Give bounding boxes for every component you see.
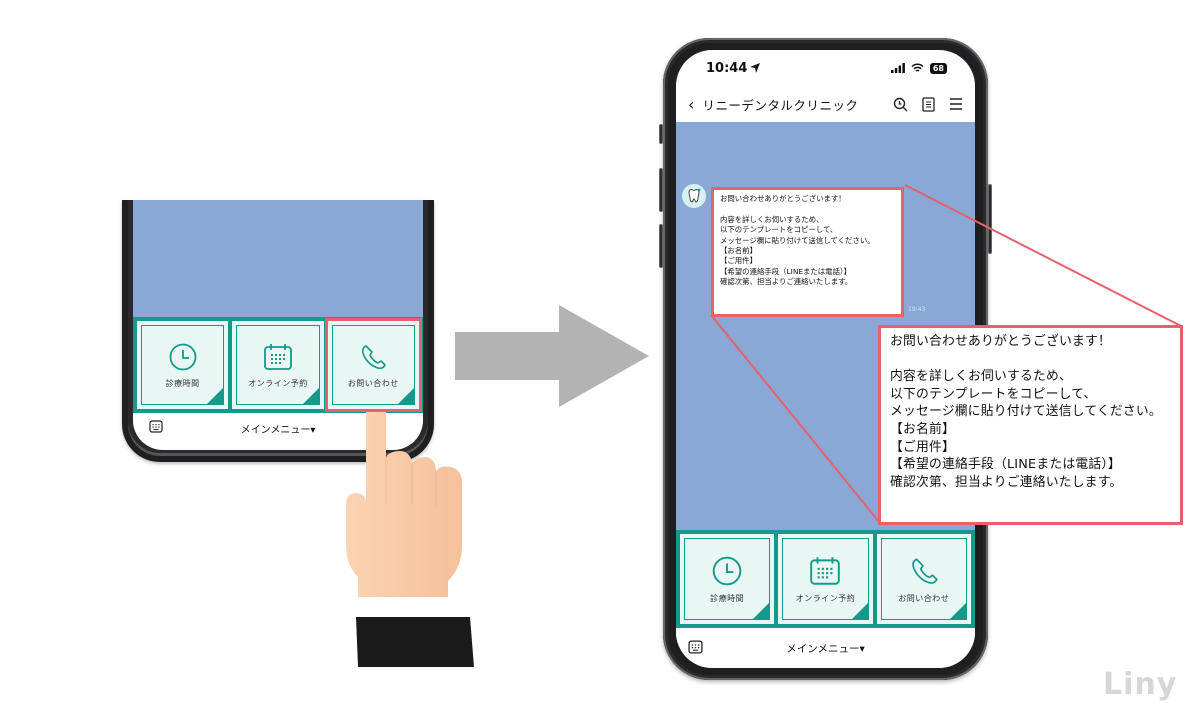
menu-item-label: お問い合わせ [347, 378, 399, 388]
rich-menu-item-booking[interactable]: オンライン予約 [778, 534, 873, 624]
menu-item-label: オンライン予約 [795, 593, 856, 603]
chat-header: ‹ リニーデンタルクリニック [676, 86, 975, 122]
rich-menu: 診療時間 オンライン予約 お問い合わせ [676, 530, 975, 628]
rich-menu-item-hours[interactable]: 診療時間 [137, 321, 229, 409]
clinic-avatar [682, 184, 706, 208]
corner-marker [302, 388, 319, 404]
rich-menu-item-contact[interactable]: お問い合わせ [327, 321, 419, 409]
left-phone-screen: 診療時間 オンライン予約 お問い合わせ メインメニュー▾ [133, 200, 423, 450]
volume-down-button [659, 224, 663, 268]
back-chevron-icon[interactable]: ‹ [688, 94, 695, 114]
search-icon[interactable] [893, 97, 908, 112]
menu-item-label: お問い合わせ [898, 593, 950, 603]
menu-bar-label: メインメニュー▾ [240, 424, 316, 436]
rich-menu: 診療時間 オンライン予約 お問い合わせ [133, 317, 423, 413]
rich-menu-item-booking[interactable]: オンライン予約 [232, 321, 324, 409]
status-icons: 68 [890, 62, 947, 74]
menu-toggle-bar[interactable]: メインメニュー▾ [676, 628, 975, 668]
notes-icon[interactable] [922, 96, 935, 112]
phone-icon [362, 344, 387, 369]
status-bar: 10:44 68 [676, 50, 975, 86]
right-arrow-icon [455, 305, 649, 407]
pointing-hand-icon [346, 395, 474, 667]
rich-menu-item-hours[interactable]: 診療時間 [680, 534, 775, 624]
message-bubble: お問い合わせありがとうございます！ 内容を詳しくお伺いするため、 以下のテンプレ… [711, 187, 904, 317]
menu-icon[interactable] [949, 98, 963, 110]
chat-title: リニーデンタルクリニック [702, 97, 859, 113]
menu-item-label: 診療時間 [710, 593, 745, 603]
rich-menu-item-contact[interactable]: お問い合わせ [876, 534, 971, 624]
menu-item-label: オンライン予約 [248, 378, 308, 388]
volume-up-button [659, 168, 663, 212]
calendar-icon [264, 343, 292, 370]
clock-icon [712, 556, 742, 585]
liny-logo: Liny [1103, 667, 1178, 702]
side-button [659, 124, 663, 144]
menu-item-label: 診療時間 [165, 378, 200, 388]
menu-bar-label: メインメニュー▾ [786, 642, 865, 655]
wifi-icon [911, 63, 924, 72]
location-arrow-icon [750, 63, 761, 73]
message-callout-enlarged: お問い合わせありがとうございます！ 内容を詳しくお伺いするため、 以下のテンプレ… [878, 325, 1183, 525]
corner-marker [851, 603, 868, 619]
clock-icon [169, 343, 197, 370]
keyboard-icon[interactable] [149, 420, 163, 433]
power-button [988, 184, 992, 254]
message-timestamp: 19:43 [908, 306, 926, 313]
calendar-icon [810, 556, 841, 585]
battery-indicator: 68 [929, 62, 947, 74]
corner-marker [753, 603, 770, 619]
phone-icon [912, 557, 938, 584]
left-phone-mockup: 診療時間 オンライン予約 お問い合わせ メインメニュー▾ [122, 200, 434, 462]
chat-background [133, 200, 423, 317]
corner-marker [207, 388, 224, 404]
corner-marker [397, 388, 414, 404]
signal-icon [890, 63, 905, 73]
keyboard-icon[interactable] [688, 640, 703, 654]
tooth-icon [688, 188, 701, 203]
corner-marker [949, 603, 966, 619]
status-time: 10:44 [706, 61, 891, 76]
